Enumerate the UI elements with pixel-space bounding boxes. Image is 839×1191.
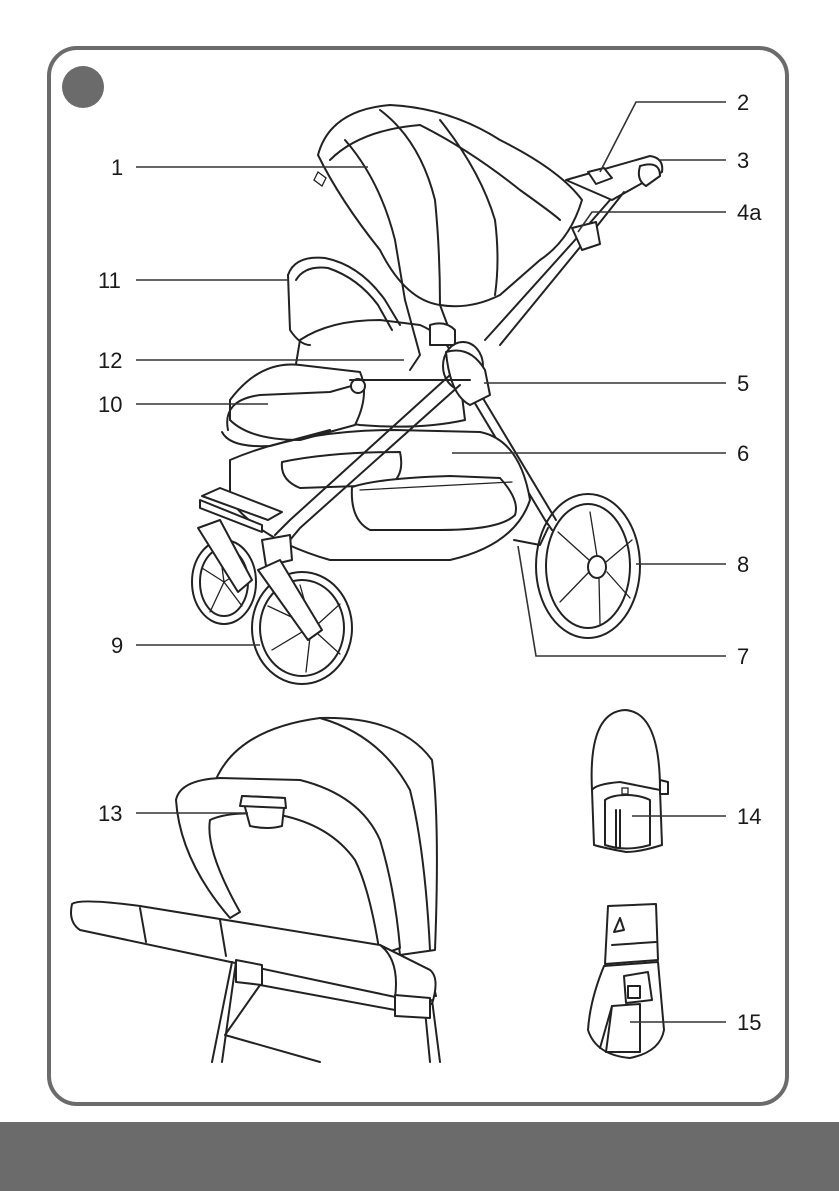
- callout-11: 11: [98, 268, 121, 293]
- callout-2: 2: [737, 90, 749, 115]
- callout-8: 8: [737, 552, 749, 577]
- callout-12: 12: [98, 348, 122, 373]
- callout-9: 9: [111, 633, 123, 658]
- callout-15: 15: [737, 1010, 761, 1035]
- callout-3: 3: [737, 148, 749, 173]
- stroller-illustration: [192, 105, 662, 684]
- callout-6: 6: [737, 441, 749, 466]
- seat-unit: [222, 320, 465, 446]
- rear-wheel: [536, 494, 640, 638]
- callout-10: 10: [98, 392, 122, 417]
- callout-14: 14: [737, 804, 761, 829]
- callout-7: 7: [737, 644, 749, 669]
- adapter-14: [592, 710, 668, 852]
- callout-13: 13: [98, 801, 122, 826]
- adapter-15: [588, 904, 664, 1058]
- callout-5: 5: [737, 371, 749, 396]
- callout-1: 1: [111, 155, 123, 180]
- callout-4a: 4a: [737, 200, 762, 225]
- canopy-rear-detail: [71, 718, 440, 1062]
